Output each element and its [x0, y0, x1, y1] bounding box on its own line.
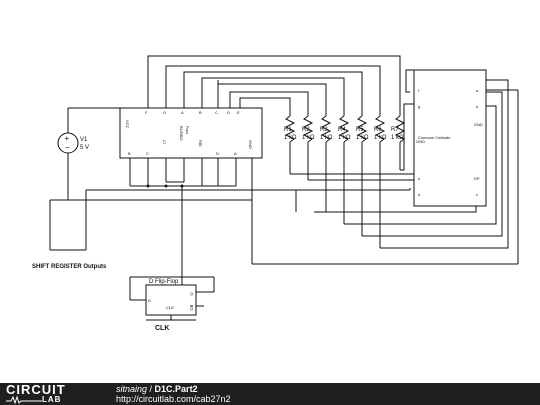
svg-text:GND: GND [248, 140, 253, 149]
svg-text:R2: R2 [302, 127, 310, 133]
svg-text:a: a [476, 88, 479, 93]
v1-name: V1 [80, 137, 88, 143]
circuit-title[interactable]: D1C.Part2 [154, 384, 198, 394]
svg-text:C: C [215, 110, 218, 115]
svg-text:g: g [418, 104, 420, 109]
svg-text:e: e [418, 176, 421, 181]
svg-text:R1: R1 [284, 127, 292, 133]
circuitlab-logo[interactable]: CIRCUIT LAB [6, 382, 94, 404]
svg-text:E: E [237, 110, 240, 115]
flip-flop-title: D Flip-Flop [149, 279, 179, 285]
resistor-r5[interactable]: R5 1 kΩ [356, 104, 369, 236]
svg-text:d: d [418, 192, 420, 197]
svg-text:R7: R7 [391, 127, 399, 133]
svg-text:C: C [146, 151, 149, 156]
svg-text:DP: DP [474, 176, 480, 181]
svg-text:R3: R3 [320, 127, 328, 133]
svg-text:Q: Q [190, 306, 193, 311]
seven-segment-display[interactable]: f g GND e d a b GND DP c Common Cathode [413, 69, 487, 207]
svg-text:RBI: RBI [198, 140, 203, 147]
svg-text:1 kΩ: 1 kΩ [356, 135, 369, 141]
svg-text:D: D [227, 110, 230, 115]
svg-text:A: A [234, 151, 237, 156]
ic-bottom-pins: B C LT BL/RBO Fwd RBI D A GND [128, 126, 253, 156]
shift-register-outputs-label: SHIFT REGISTER Outputs [32, 264, 107, 270]
svg-text:R4: R4 [338, 127, 346, 133]
svg-text:1 kΩ: 1 kΩ [391, 135, 404, 141]
ic-output-wires [147, 55, 401, 105]
svg-text:GND: GND [416, 139, 425, 144]
svg-text:Fwd: Fwd [185, 126, 190, 134]
svg-text:1 kΩ: 1 kΩ [320, 135, 333, 141]
d-flip-flop[interactable]: D Flip-Flop D Q Q CLK [129, 276, 215, 321]
svg-text:1 kΩ: 1 kΩ [338, 135, 351, 141]
resistor-array: R1 1 kΩ R2 1 kΩ R3 1 kΩ R4 1 kΩ [284, 104, 406, 248]
svg-text:B: B [128, 151, 131, 156]
waveform-icon [6, 396, 42, 404]
svg-text:D: D [216, 151, 219, 156]
svg-text:1 kΩ: 1 kΩ [284, 135, 297, 141]
resistor-r3[interactable]: R3 1 kΩ [320, 104, 333, 212]
clock-label: CLK [155, 325, 169, 332]
svg-text:−: − [65, 143, 70, 152]
svg-text:GND: GND [474, 122, 483, 127]
svg-text:1 kΩ: 1 kΩ [302, 135, 315, 141]
title-separator: / [147, 384, 155, 394]
resistor-r2[interactable]: R2 1 kΩ [302, 104, 315, 180]
circuitlab-footer: CIRCUIT LAB sitnaing / D1C.Part2 http://… [0, 383, 540, 405]
svg-text:+: + [65, 134, 70, 143]
resistor-r1[interactable]: R1 1 kΩ [284, 104, 297, 174]
resistor-r7[interactable]: R7 1 kΩ [391, 104, 406, 170]
svg-text:c: c [476, 192, 478, 197]
svg-text:CLK: CLK [166, 305, 174, 310]
svg-text:BL/RBO: BL/RBO [179, 126, 184, 141]
svg-text:LT: LT [162, 140, 167, 145]
resistor-r4[interactable]: R4 1 kΩ [338, 104, 351, 224]
svg-text:Q: Q [190, 291, 193, 296]
svg-text:1 kΩ: 1 kΩ [374, 135, 387, 141]
svg-text:G: G [163, 110, 166, 115]
ic-bottom-wires [130, 181, 236, 300]
author-link[interactable]: sitnaing [116, 384, 148, 394]
circuit-schematic: + − V1 5 V VCC F G A B C D E [32, 55, 519, 332]
svg-text:A: A [181, 110, 184, 115]
shift-register-ic[interactable]: VCC F G A B C D E B C LT BL/RBO Fwd RBI … [119, 80, 263, 186]
svg-text:VCC: VCC [125, 120, 130, 129]
circuit-title-line: sitnaing / D1C.Part2 [116, 384, 198, 394]
svg-text:B: B [199, 110, 202, 115]
logo-wordmark-bottom: LAB [42, 395, 62, 404]
svg-text:D: D [148, 298, 151, 303]
v1-value: 5 V [80, 145, 89, 151]
resistor-r6[interactable]: R6 1 kΩ [374, 104, 387, 248]
voltage-source-v1[interactable]: + − V1 5 V [57, 108, 89, 200]
svg-text:F: F [145, 110, 148, 115]
power-rails [49, 89, 519, 265]
display-label: Common Cathode [418, 135, 451, 140]
ic-top-pins: VCC F G A B C D E [125, 110, 240, 129]
logo-wordmark-top: CIRCUIT [6, 382, 66, 397]
circuit-url[interactable]: http://circuitlab.com/cab27n2 [116, 394, 231, 404]
svg-text:f: f [418, 88, 420, 93]
svg-text:R5: R5 [356, 127, 364, 133]
svg-text:b: b [476, 104, 479, 109]
display-wires [290, 69, 509, 249]
svg-text:R6: R6 [374, 127, 382, 133]
